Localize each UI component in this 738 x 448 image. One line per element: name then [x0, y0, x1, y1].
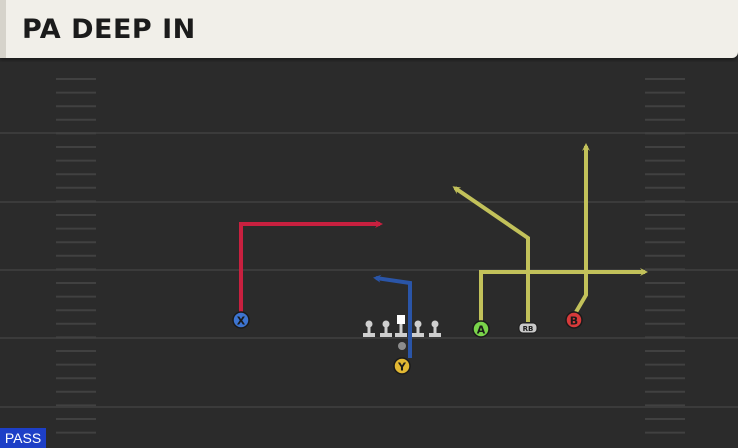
offensive-line — [363, 315, 441, 337]
receiver-x-label: X — [237, 315, 246, 328]
qb-marker-icon[interactable] — [398, 342, 406, 350]
play-title: PA DEEP IN — [22, 14, 196, 45]
pass-badge: PASS — [0, 428, 46, 448]
running-back-label: RB — [523, 325, 534, 333]
b-route[interactable] — [574, 143, 590, 314]
lineman-icon — [380, 320, 392, 337]
hash-marks-right — [645, 78, 685, 434]
a-route[interactable] — [479, 268, 648, 323]
receiver-y[interactable]: Y — [393, 357, 411, 375]
rb-route[interactable] — [452, 186, 530, 322]
lineman-icon — [429, 320, 441, 337]
yard-lines — [0, 132, 738, 408]
receiver-a-label: A — [477, 324, 486, 337]
lineman-icon — [363, 320, 375, 337]
hash-marks-left — [56, 78, 96, 434]
receiver-y-label: Y — [397, 361, 407, 374]
receiver-x[interactable]: X — [232, 311, 250, 329]
lineman-icon — [412, 320, 424, 337]
play-field — [0, 62, 738, 448]
center-icon — [395, 315, 407, 337]
x-route[interactable] — [239, 220, 383, 318]
receiver-a[interactable]: A — [472, 320, 490, 338]
running-back[interactable]: RB — [518, 322, 538, 334]
y-route[interactable] — [373, 274, 412, 358]
receiver-b[interactable]: B — [565, 311, 583, 329]
receiver-b-label: B — [570, 315, 578, 328]
play-header: PA DEEP IN — [0, 0, 738, 58]
